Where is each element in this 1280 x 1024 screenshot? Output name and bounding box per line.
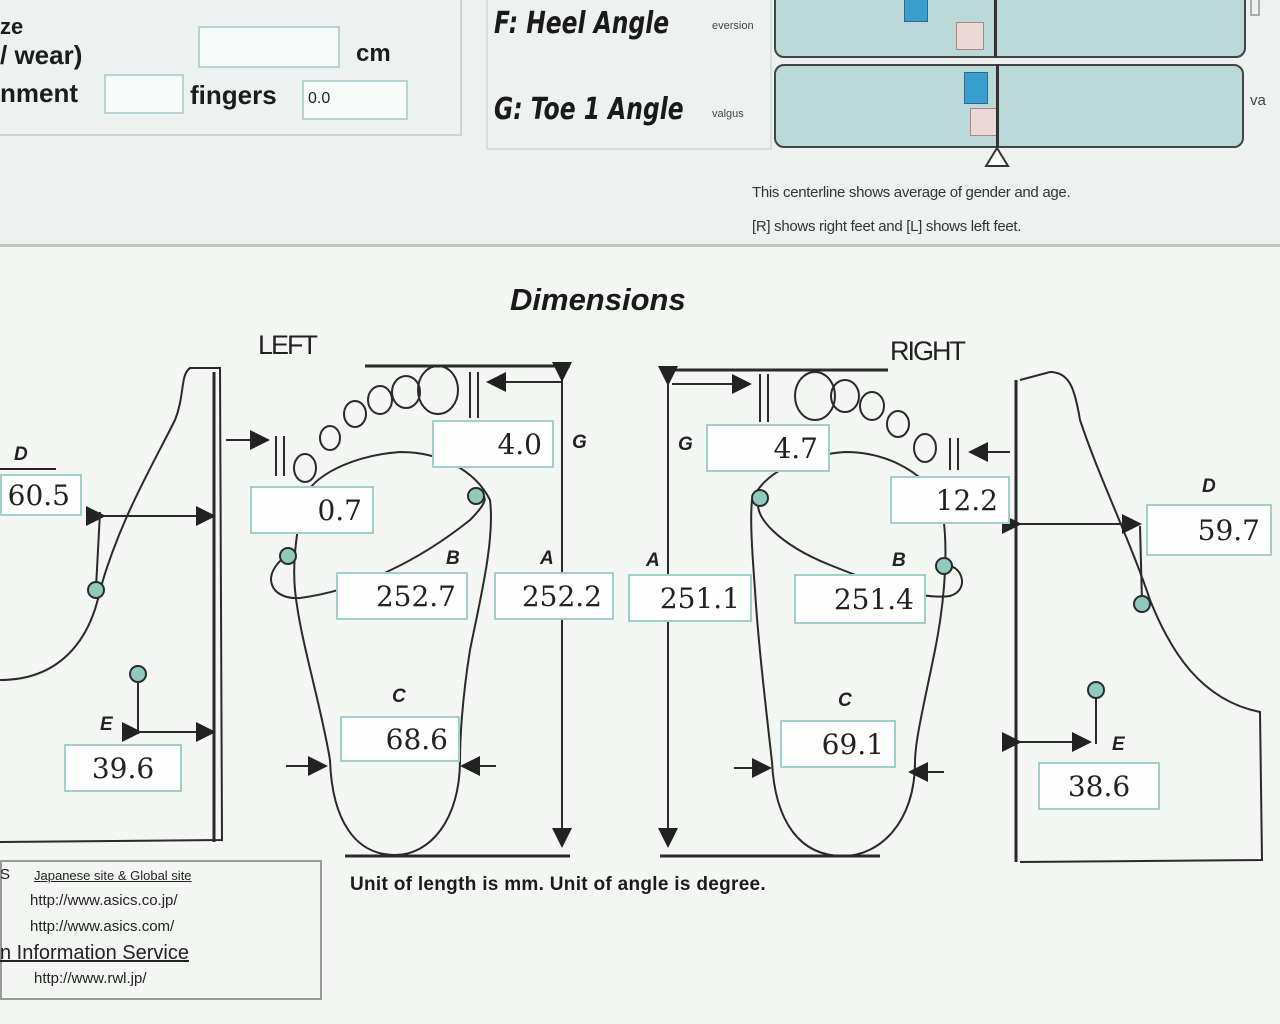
angle-labels-box [486,0,772,150]
right-d-letter: D [1202,476,1216,497]
average-triangle-icon [984,146,1010,167]
links-box [0,860,322,1000]
dimensions-title: Dimensions [510,282,686,317]
heel-angle-label: F: Heel Angle [494,6,670,41]
heel-eversion-label: eversion [712,20,754,32]
left-g-value: 4.0 [432,420,554,468]
toe-angle-slider[interactable] [774,64,1244,148]
left-d-underline [0,468,56,470]
toe-valgus-right-label: va [1250,92,1266,109]
form-group-border-right [460,0,462,136]
right-b-letter: B [892,550,906,571]
left-a-letter: A [540,548,554,569]
left-e-value: 39.6 [64,744,182,792]
url-asics-jp[interactable]: http://www.asics.co.jp/ [30,892,178,909]
right-a-value: 251.1 [628,574,752,622]
form-group-border [0,134,462,136]
alignment-label: nment [0,78,78,108]
toe-centerline [996,64,999,148]
heel-centerline [994,0,997,58]
heel-slider-edge [1250,0,1260,16]
site-link[interactable]: Japanese site & Global site [34,868,192,883]
unit-note: Unit of length is mm. Unit of angle is d… [350,874,767,895]
heel-right-marker[interactable] [904,0,928,22]
toe-right-marker[interactable] [964,72,988,104]
left-a-value: 252.2 [494,572,614,620]
left-b-letter: B [446,548,460,569]
right-g-value: 4.7 [706,424,830,472]
left-d-letter: D [14,444,28,465]
right-b-value: 251.4 [794,574,926,624]
left-g-letter: G [572,432,587,453]
right-g-letter: G [678,434,693,455]
wear-label: / wear) [0,40,83,70]
url-rwl[interactable]: http://www.rwl.jp/ [34,970,147,987]
right-c-value: 69.1 [780,720,896,768]
heel-angle-slider[interactable] [774,0,1246,58]
alignment-input[interactable] [104,74,184,114]
left-foot-label: LEFT [258,330,318,360]
left-e-letter: E [100,714,113,735]
right-a-letter: A [646,550,660,571]
links-prefix: S [0,866,11,883]
left-d-value: 60.5 [0,474,82,516]
feet-note: [R] shows right feet and [L] shows left … [752,218,1022,235]
right-d-value: 59.7 [1146,504,1272,556]
section-divider [0,244,1280,247]
right-e-letter: E [1112,734,1125,755]
left-b-value: 252.7 [336,572,468,620]
cm-unit-label: cm [356,40,391,67]
right-foot-label: RIGHT [890,336,966,366]
right-c-letter: C [838,690,852,711]
fingers-label: fingers [190,80,277,110]
size-label: ze [0,14,24,39]
left-c-value: 68.6 [340,716,460,762]
size-input[interactable] [198,26,340,68]
url-asics-com[interactable]: http://www.asics.com/ [30,918,175,935]
centerline-note: This centerline shows average of gender … [752,184,1071,201]
left-toe5-value: 0.7 [250,486,374,534]
information-service-link[interactable]: n Information Service [0,942,189,964]
toe-valgus-label: valgus [712,108,744,120]
fingers-input[interactable]: 0.0 [302,80,408,120]
left-c-letter: C [392,686,406,707]
right-e-value: 38.6 [1038,762,1160,810]
toe-angle-label: G: Toe 1 Angle [494,92,684,127]
heel-left-marker[interactable] [956,22,984,50]
right-toe5-value: 12.2 [890,476,1010,524]
